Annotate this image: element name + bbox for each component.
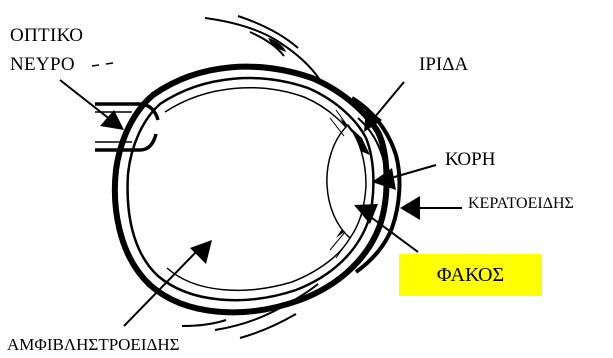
optic-nerve-dash-2 [106, 63, 113, 64]
pupil-label: ΚΟΡΗ [445, 150, 495, 169]
iris-label: ΙΡΙΔΑ [419, 55, 468, 74]
retina-label: ΑΜΦΙΒΛΗΣΤΡΟΕΙΔΗΣ [7, 336, 180, 353]
iris-pointer-line [374, 82, 404, 118]
cornea-label: ΚΕΡΑΤΟΕΙΔΗΣ [468, 196, 574, 212]
lens-label-box: ΦΑΚΟΣ [399, 254, 542, 296]
lens-label: ΦΑΚΟΣ [437, 264, 504, 287]
optic-nerve-dash-1 [92, 65, 99, 66]
retina-arrowhead [190, 240, 212, 264]
optic-nerve-label-line-2: ΝΕΥΡΟ [10, 55, 75, 74]
cornea-arrowhead [400, 196, 420, 220]
optic-nerve-label-line-1: ΟΠΤΙΚΟ [10, 26, 83, 45]
